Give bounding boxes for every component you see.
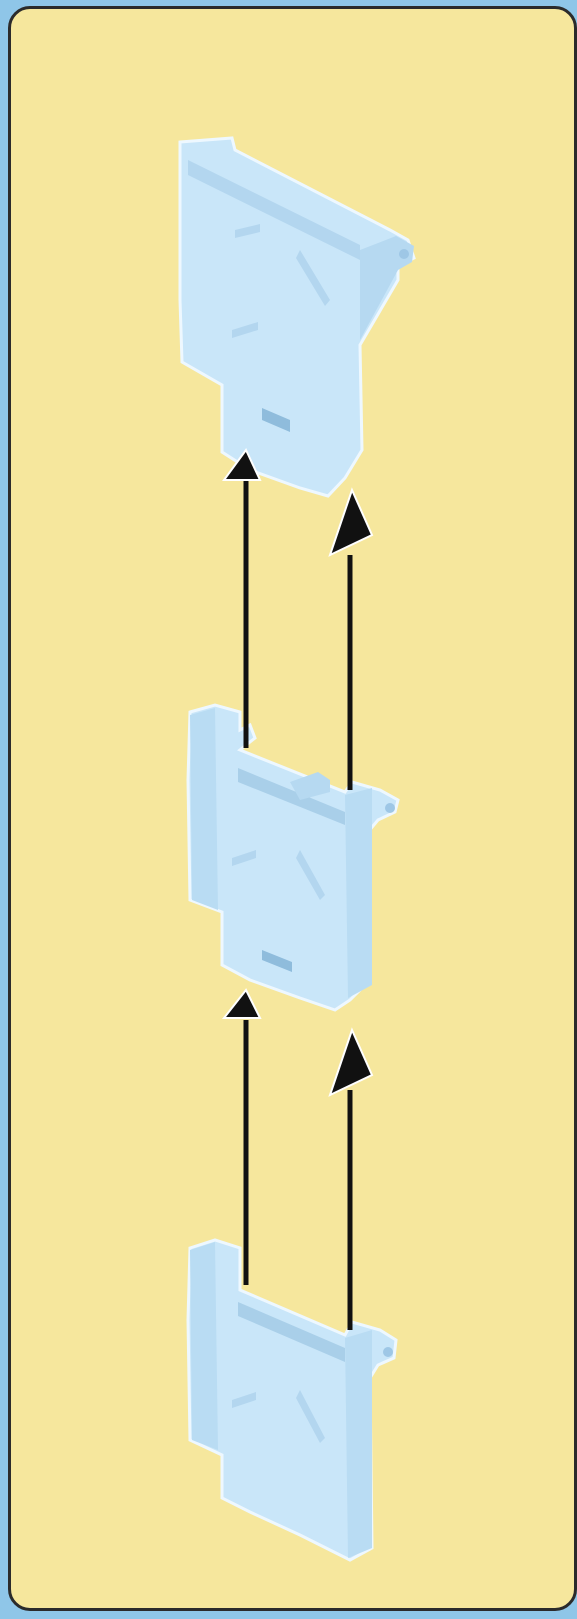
arrow-upper-right xyxy=(330,490,372,790)
bottom-plate-post-right xyxy=(345,1330,372,1558)
arrow-lower-right xyxy=(330,1030,372,1330)
middle-plate-post-left xyxy=(190,708,218,910)
bottom-plate-peg xyxy=(383,1347,393,1357)
middle-plate-part xyxy=(188,705,398,1010)
bottom-plate-part xyxy=(188,1240,396,1560)
arrow-upper-left xyxy=(224,450,260,748)
bottom-plate-post-left xyxy=(190,1242,218,1450)
arrow-lower-left xyxy=(224,990,260,1285)
top-plate-part xyxy=(180,138,414,496)
middle-plate-peg xyxy=(385,803,395,813)
middle-plate-post-right xyxy=(345,788,372,998)
top-plate-peg xyxy=(399,249,409,259)
top-plate-body xyxy=(180,138,414,496)
